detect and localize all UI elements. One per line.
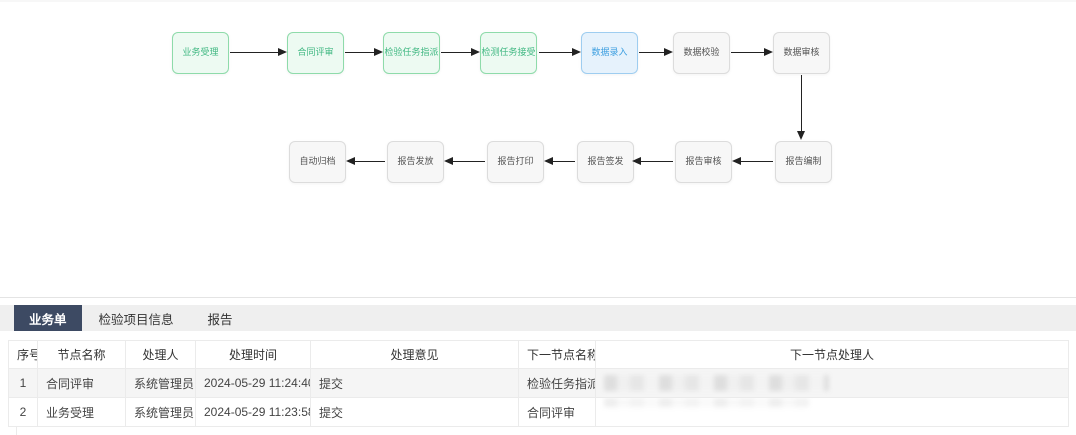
col-header-handler: 处理人 [125,340,196,369]
table-partial-row [16,427,1076,435]
cell-handle-opinion: 提交 [310,397,519,427]
flow-node-data-review[interactable]: 数据审核 [773,32,830,74]
flow-arrow-left-icon [732,157,773,165]
col-header-next-node: 下一节点名称 [518,340,596,369]
cell-node-name: 业务受理 [37,397,126,427]
cell-seq: 2 [8,397,38,427]
cell-next-node: 合同评审 [518,397,596,427]
flow-node-report-print[interactable]: 报告打印 [487,141,544,183]
flow-arrow-left-icon [544,157,575,165]
redacted-blur [604,398,809,407]
redacted-blur [604,375,829,391]
flow-arrow-left-icon [632,157,673,165]
flow-node-data-check[interactable]: 数据校验 [673,32,730,74]
table-row[interactable]: 2 业务受理 系统管理员 2024-05-29 11:23:58 提交 合同评审 [8,397,1069,427]
flow-node-auto-archive[interactable]: 自动归档 [289,141,346,183]
cell-next-handler [595,368,1069,398]
flow-node-contract-review[interactable]: 合同评审 [287,32,344,74]
flow-node-report-sign[interactable]: 报告签发 [577,141,634,183]
col-header-handle-time: 处理时间 [195,340,311,369]
workflow-diagram: 业务受理 合同评审 检验任务指派 检测任务接受 数据录入 数据校验 数据审核 自… [0,2,1076,297]
flow-node-report-review[interactable]: 报告审核 [675,141,732,183]
col-header-handle-opinion: 处理意见 [310,340,519,369]
tab-bar: 业务单 检验项目信息 报告 [0,305,1076,331]
col-header-node-name: 节点名称 [37,340,126,369]
cell-next-node: 检验任务指派 [518,368,596,398]
flow-arrow-left-icon [444,157,485,165]
cell-handler: 系统管理员 [125,397,196,427]
flow-node-data-entry[interactable]: 数据录入 [581,32,638,74]
cell-handle-time: 2024-05-29 11:23:58 [195,397,311,427]
flow-node-task-acceptance[interactable]: 检测任务接受 [480,32,537,74]
section-divider [0,297,1076,298]
flow-node-task-assignment[interactable]: 检验任务指派 [383,32,440,74]
flow-arrow-right-icon [230,48,287,56]
table-row[interactable]: 1 合同评审 系统管理员 2024-05-29 11:24:40 提交 检验任务… [8,368,1069,398]
flow-node-report-compile[interactable]: 报告编制 [775,141,832,183]
cell-handle-time: 2024-05-29 11:24:40 [195,368,311,398]
cell-handler: 系统管理员 [125,368,196,398]
col-header-seq: 序号 [8,340,38,369]
process-history-table-wrap: 序号 节点名称 处理人 处理时间 处理意见 下一节点名称 下一节点处理人 1 合… [8,340,1069,435]
cell-seq: 1 [8,368,38,398]
flow-arrow-right-icon [639,48,673,56]
table-header-row: 序号 节点名称 处理人 处理时间 处理意见 下一节点名称 下一节点处理人 [8,340,1069,369]
flow-node-business-acceptance[interactable]: 业务受理 [172,32,229,74]
cell-next-handler [595,397,1069,427]
flow-arrow-right-icon [441,48,480,56]
flow-arrow-right-icon [731,48,773,56]
tab-report[interactable]: 报告 [207,312,233,327]
cell-handle-opinion: 提交 [310,368,519,398]
tab-inspection-item-info[interactable]: 检验项目信息 [98,312,174,327]
tab-business-order[interactable]: 业务单 [14,305,82,331]
col-header-next-handler: 下一节点处理人 [595,340,1069,369]
flow-arrow-down-icon [796,75,805,140]
flow-arrow-right-icon [539,48,581,56]
flow-node-report-distribution[interactable]: 报告发放 [387,141,444,183]
cell-node-name: 合同评审 [37,368,126,398]
process-history-table: 序号 节点名称 处理人 处理时间 处理意见 下一节点名称 下一节点处理人 1 合… [8,340,1069,427]
flow-arrow-right-icon [345,48,383,56]
flow-arrow-left-icon [346,157,385,165]
